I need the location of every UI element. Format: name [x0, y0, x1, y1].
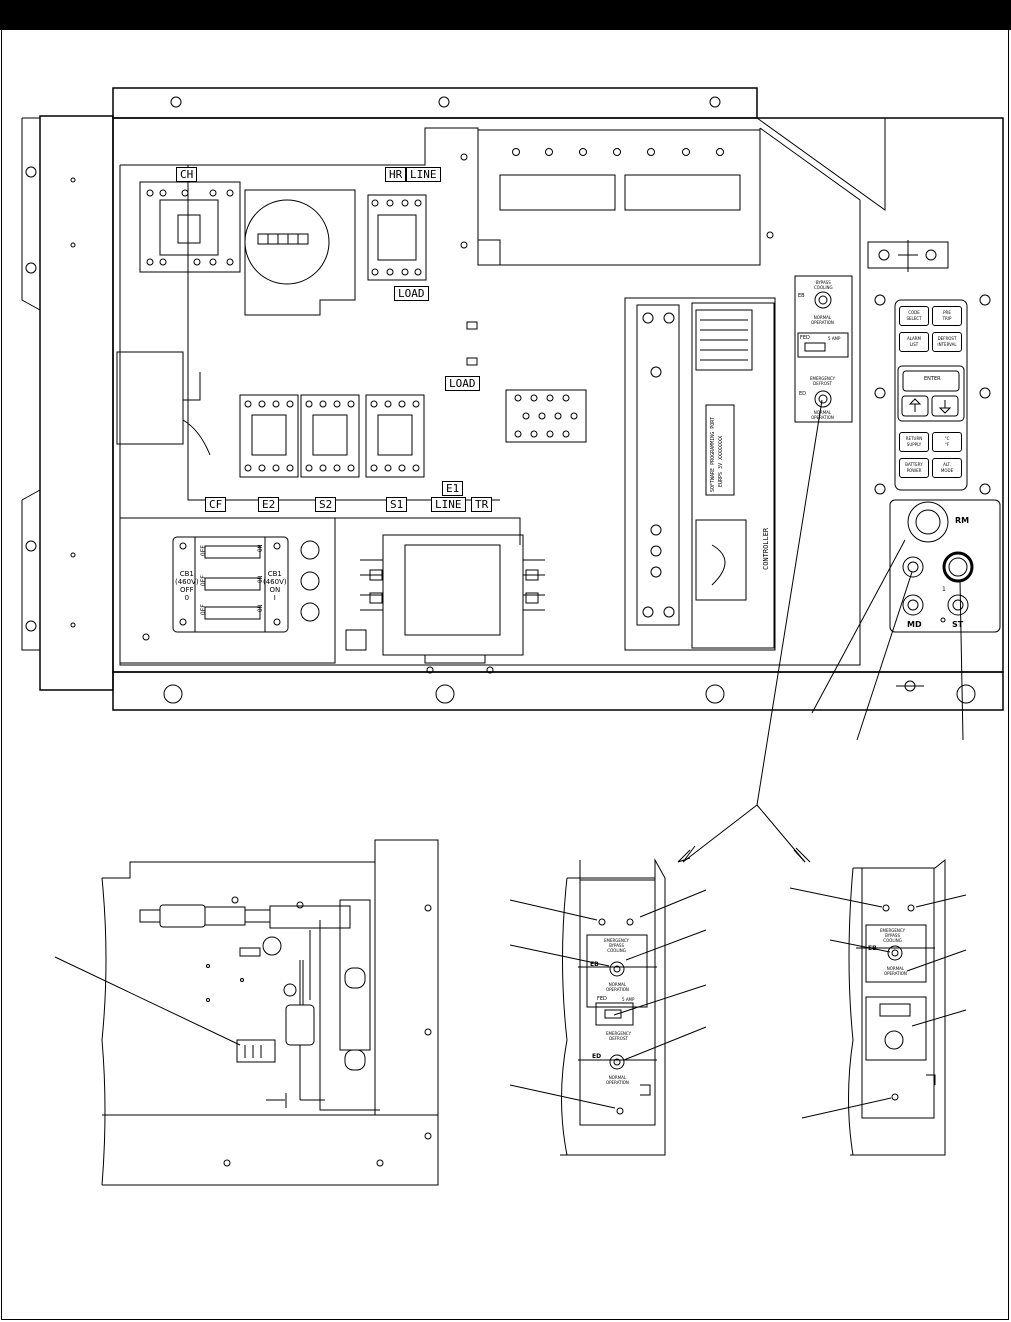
- bracket-eb-label: EB: [798, 293, 805, 299]
- label-load-mid: LOAD: [445, 376, 480, 391]
- label-s1: S1: [386, 497, 408, 512]
- detail-fed-label: FED: [597, 996, 607, 1002]
- alt-mode-button[interactable]: ALT.MODE: [932, 458, 962, 478]
- switch-panel-detail: [509, 858, 707, 1156]
- bypass-panel-detail: [789, 858, 967, 1156]
- header-bar: [0, 0, 1011, 30]
- controller-sticker: EURPS 3V XXXXXXXX: [718, 435, 724, 487]
- refrigeration-detail: [54, 839, 439, 1186]
- label-s2: S2: [315, 497, 337, 512]
- label-cf: CF: [205, 497, 227, 512]
- breaker-on-label-3: ON: [257, 604, 264, 612]
- bracket-fed-label: FED: [800, 335, 810, 341]
- socket-md-label: MD: [907, 620, 922, 629]
- breaker-off-label-1: OFF: [200, 545, 207, 556]
- enter-button[interactable]: ENTER: [924, 376, 941, 382]
- label-e2: E2: [258, 497, 280, 512]
- label-load-top: LOAD: [394, 286, 429, 301]
- detail-eb-label: EB: [590, 961, 599, 968]
- socket-one-label: 1: [942, 586, 946, 593]
- bracket-ed-label: ED: [799, 391, 807, 397]
- label-e1: E1: [442, 481, 464, 496]
- bracket-amp-label: 5 AMP: [828, 336, 841, 341]
- breaker-on-label-1: ON: [257, 544, 264, 552]
- label-ch: CH: [176, 167, 198, 182]
- detail-right-eb-label: EB: [868, 945, 877, 952]
- breaker-on-label-2: ON: [257, 575, 264, 583]
- control-box: [21, 87, 1004, 863]
- label-tr: TR: [471, 497, 493, 512]
- celsius-fahrenheit-button[interactable]: °C°F: [932, 432, 962, 452]
- label-line-top: LINE: [406, 167, 441, 182]
- socket-rm-label: RM: [955, 516, 970, 525]
- socket-st-label: ST: [952, 620, 964, 629]
- controller-label: CONTROLLER: [762, 527, 770, 570]
- detail-amp-label: 5 AMP: [622, 997, 635, 1002]
- label-line-bottom: LINE: [431, 497, 466, 512]
- breaker-off-label-2: OFF: [200, 575, 207, 586]
- label-hr: HR: [385, 167, 407, 182]
- controller-port-label: SOFTWARE PROGRAMMING PORT: [710, 416, 716, 492]
- detail-ed-label: ED: [592, 1053, 602, 1060]
- breaker-off-label-3: OFF: [200, 604, 207, 615]
